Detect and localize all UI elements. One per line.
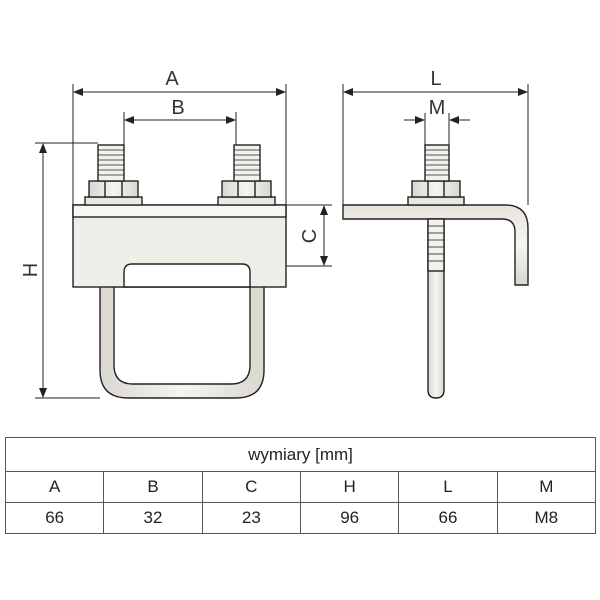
front-dimensions — [35, 84, 332, 399]
front-view — [72, 144, 287, 399]
label-B: B — [171, 97, 184, 119]
header-cell: H — [299, 471, 400, 503]
table-value-row: 66 32 23 96 66 M8 — [4, 502, 597, 534]
label-M: M — [429, 97, 446, 119]
header-cell: C — [201, 471, 301, 503]
label-C: C — [299, 229, 321, 243]
table-header-row: A B C H L M — [4, 471, 597, 503]
side-nut — [411, 180, 461, 198]
label-H: H — [20, 263, 42, 277]
right-nut — [221, 180, 272, 198]
value-cell: 66 — [4, 502, 105, 534]
value-cell: M8 — [496, 502, 597, 534]
label-L: L — [430, 68, 441, 90]
right-washer — [217, 196, 276, 206]
value-cell: 32 — [103, 502, 203, 534]
left-washer — [84, 196, 143, 206]
header-cell: B — [103, 471, 203, 503]
technical-drawing: A B H C — [20, 68, 529, 399]
side-washer — [407, 196, 465, 206]
dimensions-table: wymiary [mm] A B C H L M 66 32 23 96 66 … — [4, 437, 597, 534]
left-nut — [88, 180, 139, 198]
side-dimensions — [342, 84, 529, 205]
table-title-row: wymiary [mm] — [5, 437, 596, 472]
side-view — [342, 144, 529, 399]
value-cell: 96 — [299, 502, 400, 534]
header-cell: A — [4, 471, 105, 503]
header-cell: L — [398, 471, 498, 503]
label-A: A — [165, 68, 179, 90]
header-cell: M — [496, 471, 597, 503]
value-cell: 66 — [398, 502, 498, 534]
table-title: wymiary [mm] — [5, 437, 596, 472]
bracket-plate — [342, 204, 529, 286]
value-cell: 23 — [201, 502, 301, 534]
